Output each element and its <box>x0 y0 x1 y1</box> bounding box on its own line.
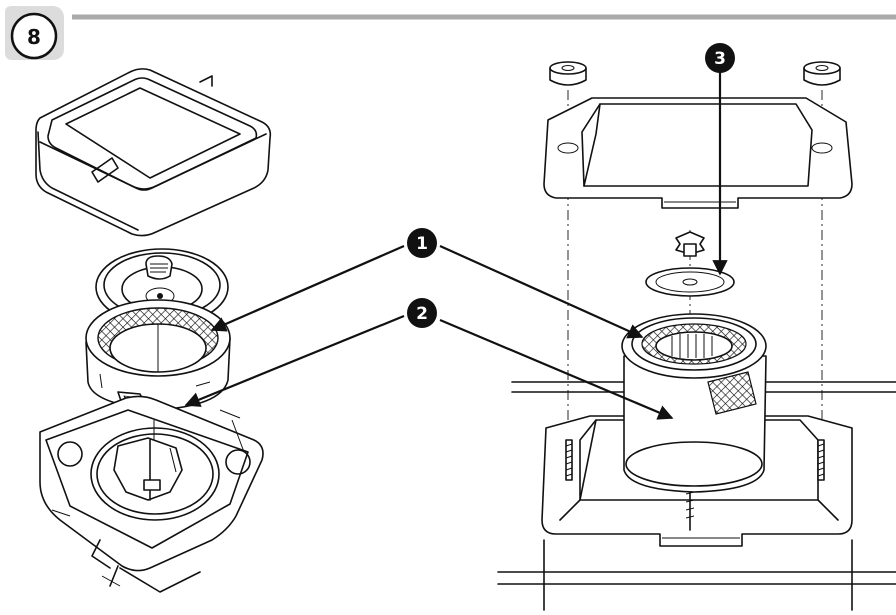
left-filter-cartridge <box>85 299 231 411</box>
cartridge-ribs <box>671 334 713 358</box>
left-exploded-view <box>35 68 272 593</box>
top-cover <box>35 68 272 237</box>
step-number: 8 <box>27 25 41 49</box>
top-bracket-plate <box>543 97 853 209</box>
wing-nut <box>675 231 705 257</box>
callout-label-2: 2 <box>416 304 428 324</box>
callout-label-1: 1 <box>416 234 428 254</box>
top-nut-left <box>549 61 587 86</box>
right-filter-cartridge <box>621 313 767 493</box>
callout-badge-2: 2 <box>407 298 437 328</box>
callout-badge-1: 1 <box>407 228 437 258</box>
callout-arrows <box>184 72 728 420</box>
step-header: 8 <box>5 6 896 60</box>
washer <box>645 267 735 297</box>
callout-label-3: 3 <box>714 49 726 69</box>
step-badge: 8 <box>5 6 64 60</box>
base-housing <box>39 395 264 593</box>
callout-badge-3: 3 <box>705 43 735 73</box>
top-nut-right <box>803 61 841 86</box>
right-installed-view <box>497 61 896 611</box>
